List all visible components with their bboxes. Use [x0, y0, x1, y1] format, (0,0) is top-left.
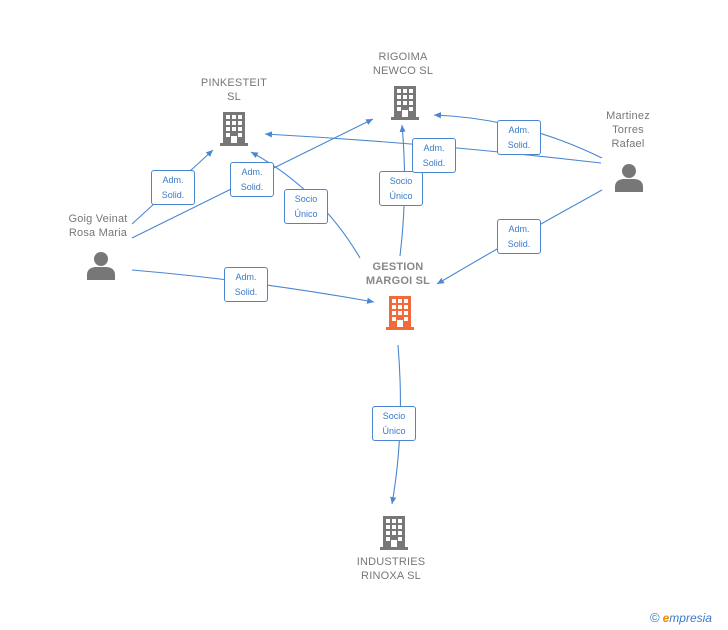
edge-label-line2: Único	[382, 426, 406, 436]
edge-label-gestion-industries[interactable]: Socio Único	[372, 406, 416, 441]
pinkesteit-name-line2: SL	[227, 91, 241, 103]
goig-label[interactable]: Goig Veinat Rosa Maria	[48, 212, 148, 240]
martinez-label[interactable]: Martinez Torres Rafael	[578, 109, 678, 151]
martinez-name-line2: Torres	[612, 124, 644, 136]
edge-label-goig-pinkesteit[interactable]: Adm. Solid.	[151, 170, 195, 205]
edge-label-gestion-rigoima[interactable]: Socio Único	[379, 171, 423, 206]
edge-label-line1: Socio	[294, 194, 318, 204]
gestion-label[interactable]: GESTION MARGOI SL	[348, 260, 448, 288]
copyright-symbol: ©	[650, 610, 660, 625]
pinkesteit-name-line1: PINKESTEIT	[200, 77, 268, 89]
gestion-name-line2: MARGOI SL	[365, 275, 431, 287]
gestion-name-line1: GESTION	[372, 261, 424, 273]
edge-label-line1: Adm.	[162, 175, 184, 185]
rigoima-building-icon	[391, 86, 419, 120]
edge-label-line2: Solid.	[161, 190, 185, 200]
edge-label-line2: Único	[294, 209, 318, 219]
gestion-building-icon	[386, 296, 414, 330]
brand-rest: mpresia	[669, 611, 712, 625]
industries-name-line1: INDUSTRIES	[356, 556, 426, 568]
edge-label-line1: Adm.	[235, 272, 257, 282]
edge-label-line1: Socio	[389, 176, 413, 186]
rigoima-name-line2: NEWCO SL	[372, 65, 434, 77]
edge-label-line2: Solid.	[422, 158, 446, 168]
edge-label-line2: Solid.	[507, 239, 531, 249]
rigoima-name-line1: RIGOIMA	[378, 51, 428, 63]
edge-label-line2: Único	[389, 191, 413, 201]
edge-label-goig-rigoima[interactable]: Adm. Solid.	[230, 162, 274, 197]
pinkesteit-building-icon	[220, 112, 248, 146]
goig-person-icon	[87, 252, 115, 280]
industries-name-line2: RINOXA SL	[361, 570, 421, 582]
edge-label-line2: Solid.	[234, 287, 258, 297]
edge-label-line1: Adm.	[423, 143, 445, 153]
brand-e: e	[662, 611, 670, 625]
edge-label-goig-gestion[interactable]: Adm. Solid.	[224, 267, 268, 302]
goig-name-line1: Goig Veinat	[68, 213, 128, 225]
edge-label-line1: Adm.	[241, 167, 263, 177]
martinez-name-line1: Martinez	[606, 110, 650, 122]
martinez-name-line3: Rafael	[611, 138, 645, 150]
edge-label-line2: Solid.	[240, 182, 264, 192]
edge-label-line1: Socio	[382, 411, 406, 421]
edge-label-martinez-gestion[interactable]: Adm. Solid.	[497, 219, 541, 254]
empresia-brand: ©empresia	[650, 610, 712, 625]
edge-label-martinez-rigoima[interactable]: Adm. Solid.	[497, 120, 541, 155]
edge-label-gestion-pinkesteit[interactable]: Socio Único	[284, 189, 328, 224]
edge-label-martinez-pinkesteit[interactable]: Adm. Solid.	[412, 138, 456, 173]
rigoima-label[interactable]: RIGOIMA NEWCO SL	[353, 50, 453, 78]
edge-label-line2: Solid.	[507, 140, 531, 150]
edge-label-line1: Adm.	[508, 125, 530, 135]
martinez-person-icon	[615, 164, 643, 192]
pinkesteit-label[interactable]: PINKESTEIT SL	[184, 76, 284, 104]
edge-label-line1: Adm.	[508, 224, 530, 234]
industries-label[interactable]: INDUSTRIES RINOXA SL	[341, 555, 441, 583]
goig-name-line2: Rosa Maria	[68, 227, 128, 239]
industries-building-icon	[380, 516, 408, 550]
